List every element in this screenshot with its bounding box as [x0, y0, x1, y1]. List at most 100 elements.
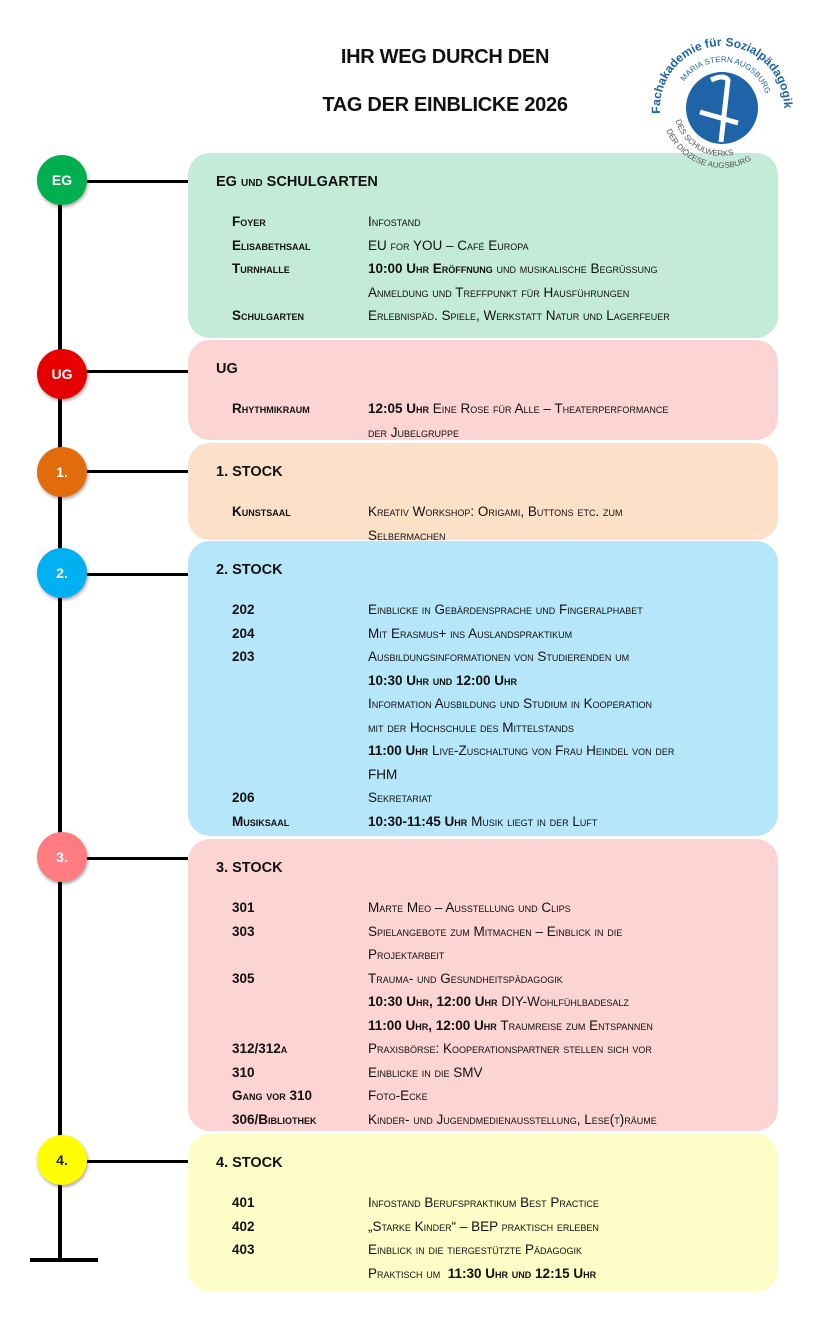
description-text: FHM	[368, 766, 398, 782]
program-row: 301 Marte Meo – Ausstellung und Clips	[188, 896, 778, 920]
program-description: Infostand Berufspraktikum Best Practice	[368, 1191, 599, 1215]
room-label	[188, 763, 368, 787]
timeline-base	[30, 1258, 98, 1262]
section-header: 2. STOCK	[216, 562, 283, 578]
description-text: Einblick in die tiergestützte Pädagogik	[368, 1242, 583, 1257]
program-description: „Starke Kinder“ – BEP praktisch erleben	[368, 1215, 599, 1239]
school-logo: Fachakademie für Sozialpädagogik MARIA S…	[649, 35, 795, 170]
program-row: Schulgarten Erlebnispäd. Spiele, Werkstat…	[188, 304, 778, 328]
room-label: Gang vor 310	[232, 1088, 313, 1103]
program-description: Praktisch um 11:30 Uhr und 12:15 Uhr	[368, 1262, 596, 1286]
time-highlight: 10:30 Uhr, 12:00 Uhr	[368, 994, 498, 1009]
description-text: Selbermachen	[368, 527, 446, 543]
program-row: 403 Einblick in die tiergestützte Pädagog…	[188, 1238, 778, 1262]
room-label: 301	[232, 900, 255, 915]
program-row: 10:30 Uhr, 12:00 Uhr DIY-Wohlfühlbadesal…	[188, 990, 778, 1014]
time-highlight: 11:00 Uhr	[368, 743, 429, 758]
program-row: Information Ausbildung und Studium in Ko…	[188, 692, 778, 716]
program-description: Trauma- und Gesundheitspädagogik	[368, 967, 563, 991]
program-description: Einblick in die tiergestützte Pädagogik	[368, 1238, 582, 1262]
program-description: mit der Hochschule des Mittelstands	[368, 716, 574, 740]
description-text: Trauma- und Gesundheitspädagogik	[368, 970, 563, 986]
room-label: 303	[232, 923, 255, 939]
program-description: Erlebnispäd. Spiele, Werkstatt Natur und…	[368, 304, 670, 328]
description-text: Live-Zuschaltung von Frau Heindel von de…	[428, 743, 675, 758]
program-description: FHM	[368, 763, 397, 787]
time-highlight: 10:30-11:45 Uhr	[368, 813, 468, 829]
program-description: Projektarbeit	[368, 943, 444, 967]
description-text: Spielangebote zum Mitmachen – Einblick i…	[368, 923, 623, 939]
description-prefix: Praktisch um	[368, 1265, 448, 1281]
description-text: mit der Hochschule des Mittelstands	[368, 719, 574, 735]
program-rows: 301 Marte Meo – Ausstellung und Clips 303 S…	[188, 896, 778, 1131]
description-text: Marte Meo – Ausstellung und Clips	[368, 900, 571, 915]
room-label: 305	[232, 970, 255, 986]
description-text: Ausbildungsinformationen von Studierende…	[368, 649, 630, 664]
program-description: Spielangebote zum Mitmachen – Einblick i…	[368, 920, 622, 944]
description-text: Eine Rose für Alle – Theaterperformance	[429, 401, 669, 416]
program-row: FHM	[188, 763, 778, 787]
time-highlight: 10:00 Uhr Eröffnung	[368, 261, 493, 276]
program-description: Ausbildungsinformationen von Studierende…	[368, 645, 629, 669]
section-header: 3. STOCK	[216, 860, 283, 876]
connector-line	[62, 573, 188, 576]
program-description: 11:00 Uhr, 12:00 Uhr Traumreise zum Ents…	[368, 1014, 653, 1038]
description-text: Information Ausbildung und Studium in Ko…	[368, 696, 652, 711]
description-text: Foto-Ecke	[368, 1088, 428, 1103]
section-header: EG und SCHULGARTEN	[216, 174, 378, 190]
program-row: Gang vor 310 Foto-Ecke	[188, 1084, 778, 1108]
room-label: 403	[232, 1242, 255, 1257]
program-description: 12:05 Uhr Eine Rose für Alle – Theaterpe…	[368, 397, 668, 421]
floor-badge: 2.	[37, 548, 87, 598]
room-label: 402	[232, 1218, 255, 1234]
program-row: Projektarbeit	[188, 943, 778, 967]
connector-line	[62, 180, 188, 183]
room-label	[188, 990, 368, 1014]
program-description: Einblicke in die SMV	[368, 1061, 483, 1085]
description-text: der Jubelgruppe	[368, 424, 460, 440]
floor-badge: 3.	[37, 832, 87, 882]
room-label: Schulgarten	[232, 308, 304, 323]
description-text: Traumreise zum Entspannen	[496, 1017, 653, 1033]
timeline-line	[58, 180, 62, 1262]
program-row: 11:00 Uhr, 12:00 Uhr Traumreise zum Ents…	[188, 1014, 778, 1038]
floor-badge: 1.	[37, 447, 87, 497]
description-text: Anmeldung und Treffpunkt für Hausführung…	[368, 284, 630, 300]
time-highlight: 11:00 Uhr, 12:00 Uhr	[368, 1017, 497, 1033]
logo-cross-icon	[709, 74, 731, 143]
program-description: Marte Meo – Ausstellung und Clips	[368, 896, 571, 920]
room-label	[188, 943, 368, 967]
connector-line	[62, 857, 188, 860]
room-label: 312/312a	[232, 1041, 288, 1056]
room-label	[188, 692, 368, 716]
description-text: Kinder- und Jugendmedienausstellung, Les…	[368, 1111, 657, 1127]
program-row: 10:30 Uhr und 12:00 Uhr	[188, 669, 778, 693]
floor-badge: EG	[37, 155, 87, 205]
floor-badge: 4.	[37, 1135, 87, 1185]
program-description: 10:30 Uhr und 12:00 Uhr	[368, 669, 517, 693]
description-text: Infostand Berufspraktikum Best Practice	[368, 1195, 599, 1210]
floor-section: 1. STOCK Kunstsaal Kreativ Workshop: Origa…	[188, 443, 778, 543]
section-header: 1. STOCK	[216, 464, 283, 480]
room-label: Elisabethsaal	[232, 237, 311, 253]
page-title-line2: TAG DER EINBLICKE 2026	[322, 94, 568, 116]
description-text: Sekretariat	[368, 790, 433, 805]
program-row: Kunstsaal Kreativ Workshop: Origami, Butt…	[188, 500, 778, 524]
program-description: Selbermachen	[368, 524, 446, 548]
description-text: Kreativ Workshop: Origami, Buttons etc. …	[368, 504, 623, 519]
room-label: 203	[232, 649, 255, 664]
logo-circle	[686, 72, 758, 144]
program-description: Einblicke in Gebärdensprache und Fingera…	[368, 598, 643, 622]
room-label	[188, 739, 368, 763]
room-label: Kunstsaal	[232, 504, 291, 519]
